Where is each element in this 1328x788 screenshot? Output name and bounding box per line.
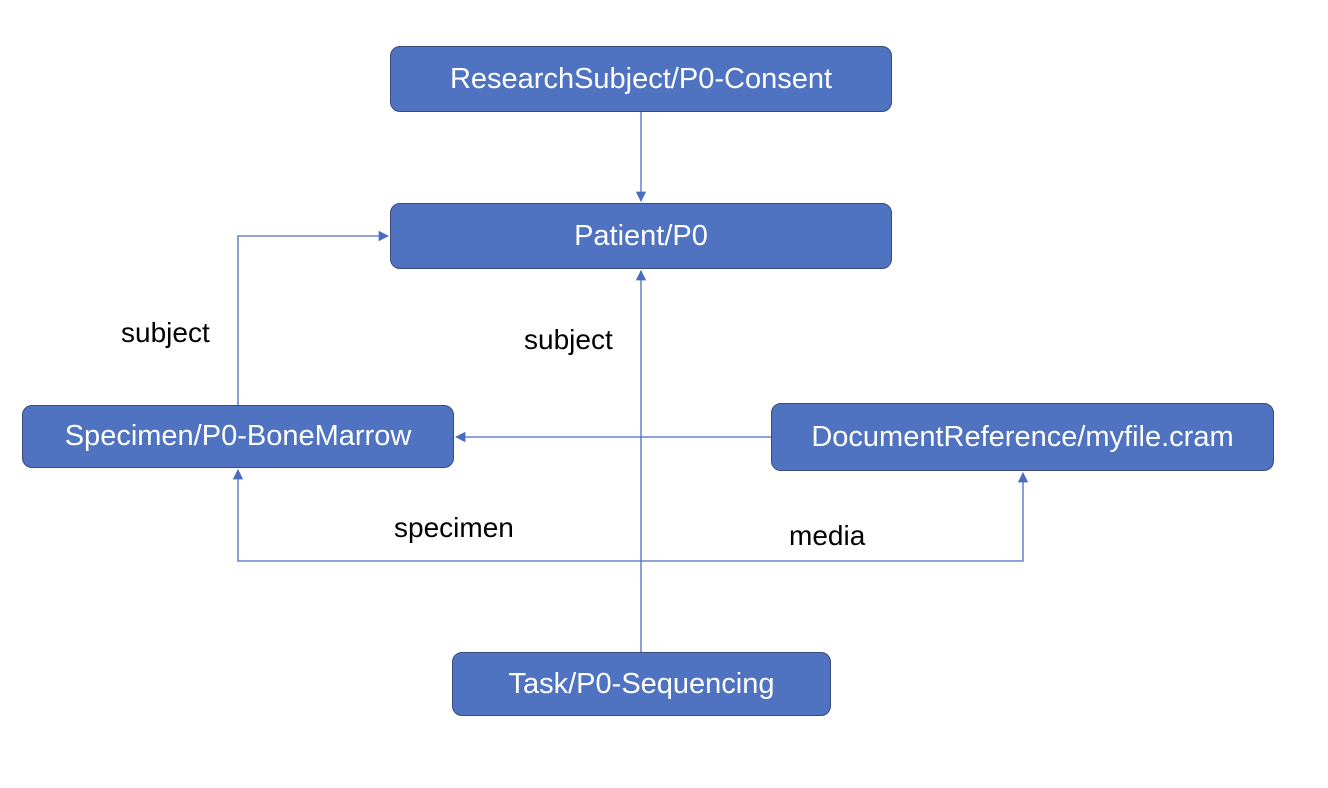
edge-task-to-specimen (232, 468, 641, 562)
node-specimen-label: Specimen/P0-BoneMarrow (64, 420, 412, 452)
node-task-label: Task/P0-Sequencing (508, 667, 775, 700)
edge-label-task-media: media (789, 520, 866, 551)
node-document-reference-label: DocumentReference/myfile.cram (811, 420, 1234, 453)
edge-label-task-specimen: specimen (394, 512, 514, 543)
node-research-subject-label: ResearchSubject/P0-Consent (449, 62, 833, 95)
edge-label-specimen-subject: subject (121, 317, 210, 348)
edge-specimen-to-patient (237, 230, 390, 405)
node-patient-label: Patient/P0 (574, 219, 708, 252)
node-document-reference[interactable]: DocumentReference/myfile.cram (771, 403, 1274, 471)
node-specimen[interactable]: Specimen/P0-BoneMarrow (22, 405, 454, 468)
edge-task-to-docref (641, 471, 1029, 562)
edge-label-task-subject: subject (524, 324, 613, 355)
node-patient[interactable]: Patient/P0 (390, 203, 892, 269)
node-research-subject[interactable]: ResearchSubject/P0-Consent (390, 46, 892, 112)
node-task[interactable]: Task/P0-Sequencing (452, 652, 831, 716)
